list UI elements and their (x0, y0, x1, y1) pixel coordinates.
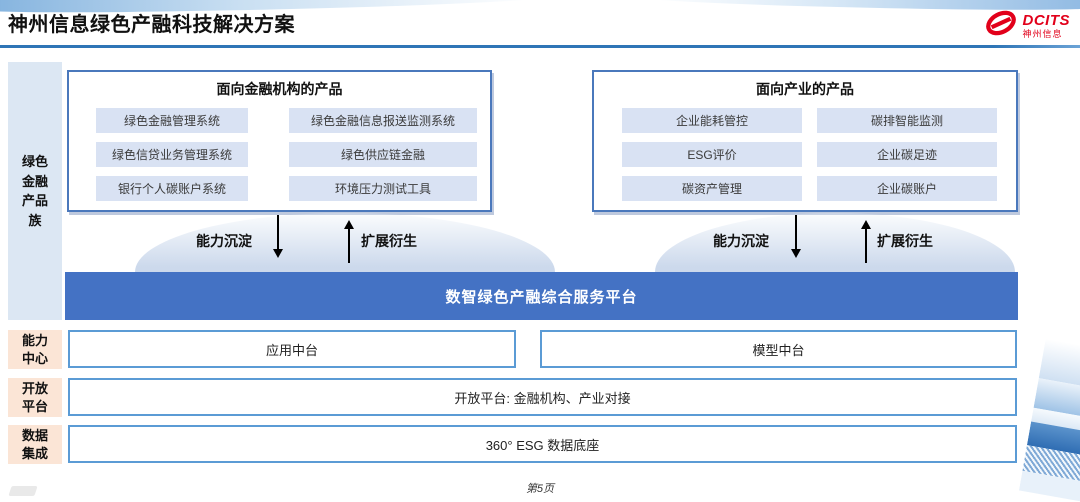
header-divider (0, 45, 1080, 48)
company-logo: DCITS 神州信息 (983, 6, 1071, 45)
product-item: 绿色金融管理系统 (96, 108, 248, 133)
product-item: 银行个人碳账户系统 (96, 176, 248, 201)
product-item: 绿色金融信息报送监测系统 (289, 108, 477, 133)
financial-products-title: 面向金融机构的产品 (216, 81, 343, 97)
bottom-left-decoration (8, 486, 38, 496)
up-arrow-icon (344, 220, 354, 263)
open-platform-box: 开放平台: 金融机构、产业对接 (68, 378, 1017, 416)
sidebar-open-platform: 开放平台 (8, 378, 62, 417)
down-arrow-icon (273, 215, 283, 258)
product-item: ESG评价 (622, 142, 802, 167)
page-number: 第5页 (525, 483, 555, 495)
sidebar-label: 数据集成 (21, 427, 48, 461)
financial-products-grid: 绿色金融管理系统 绿色金融信息报送监测系统 绿色信贷业务管理系统 绿色供应链金融… (69, 108, 490, 201)
expansion-derivation-label: 扩展衍生 (877, 233, 933, 249)
capability-precipitation-label: 能力沉淀 (196, 233, 252, 249)
product-item: 碳排智能监测 (817, 108, 997, 133)
financial-products-box: 面向金融机构的产品 绿色金融管理系统 绿色金融信息报送监测系统 绿色信贷业务管理… (67, 70, 492, 212)
product-item: 企业碳足迹 (817, 142, 997, 167)
expansion-derivation-label: 扩展衍生 (361, 233, 417, 249)
sidebar-label: 能力中心 (21, 332, 48, 366)
industry-products-box: 面向产业的产品 企业能耗管控 碳排智能监测 ESG评价 企业碳足迹 碳资产管理 … (592, 70, 1018, 212)
industry-products-title: 面向产业的产品 (756, 81, 854, 97)
model-middle-platform-box: 模型中台 (540, 330, 1017, 368)
capability-precipitation-label: 能力沉淀 (713, 233, 769, 249)
product-item: 绿色供应链金融 (289, 142, 477, 167)
sidebar-capability-center: 能力中心 (8, 330, 62, 369)
dome-decoration (655, 213, 1015, 272)
platform-banner-label: 数智绿色产融综合服务平台 (445, 288, 638, 306)
platform-banner: 数智绿色产融综合服务平台 (65, 272, 1018, 320)
down-arrow-icon (791, 215, 801, 258)
bottom-right-swoosh-decoration (1015, 338, 1080, 502)
product-item: 企业碳账户 (817, 176, 997, 201)
sidebar-label: 绿色金融产品族 (21, 154, 48, 228)
sidebar-data-integration: 数据集成 (8, 425, 62, 464)
up-arrow-icon (861, 220, 871, 263)
logo-brand-cn: 神州信息 (1022, 28, 1063, 39)
dcits-swirl-icon (983, 6, 1019, 45)
product-item: 碳资产管理 (622, 176, 802, 201)
product-item: 企业能耗管控 (622, 108, 802, 133)
esg-data-base-box: 360° ESG 数据底座 (68, 425, 1017, 463)
industry-products-grid: 企业能耗管控 碳排智能监测 ESG评价 企业碳足迹 碳资产管理 企业碳账户 (594, 108, 1016, 201)
sidebar-label: 开放平台 (21, 380, 48, 414)
sidebar-green-finance-product-family: 绿色金融产品族 (8, 62, 62, 320)
logo-brand-en: DCITS (1022, 11, 1070, 29)
page-title: 神州信息绿色产融科技解决方案 (8, 14, 295, 36)
product-item: 绿色信贷业务管理系统 (96, 142, 248, 167)
app-middle-platform-box: 应用中台 (68, 330, 516, 368)
product-item: 环境压力测试工具 (289, 176, 477, 201)
